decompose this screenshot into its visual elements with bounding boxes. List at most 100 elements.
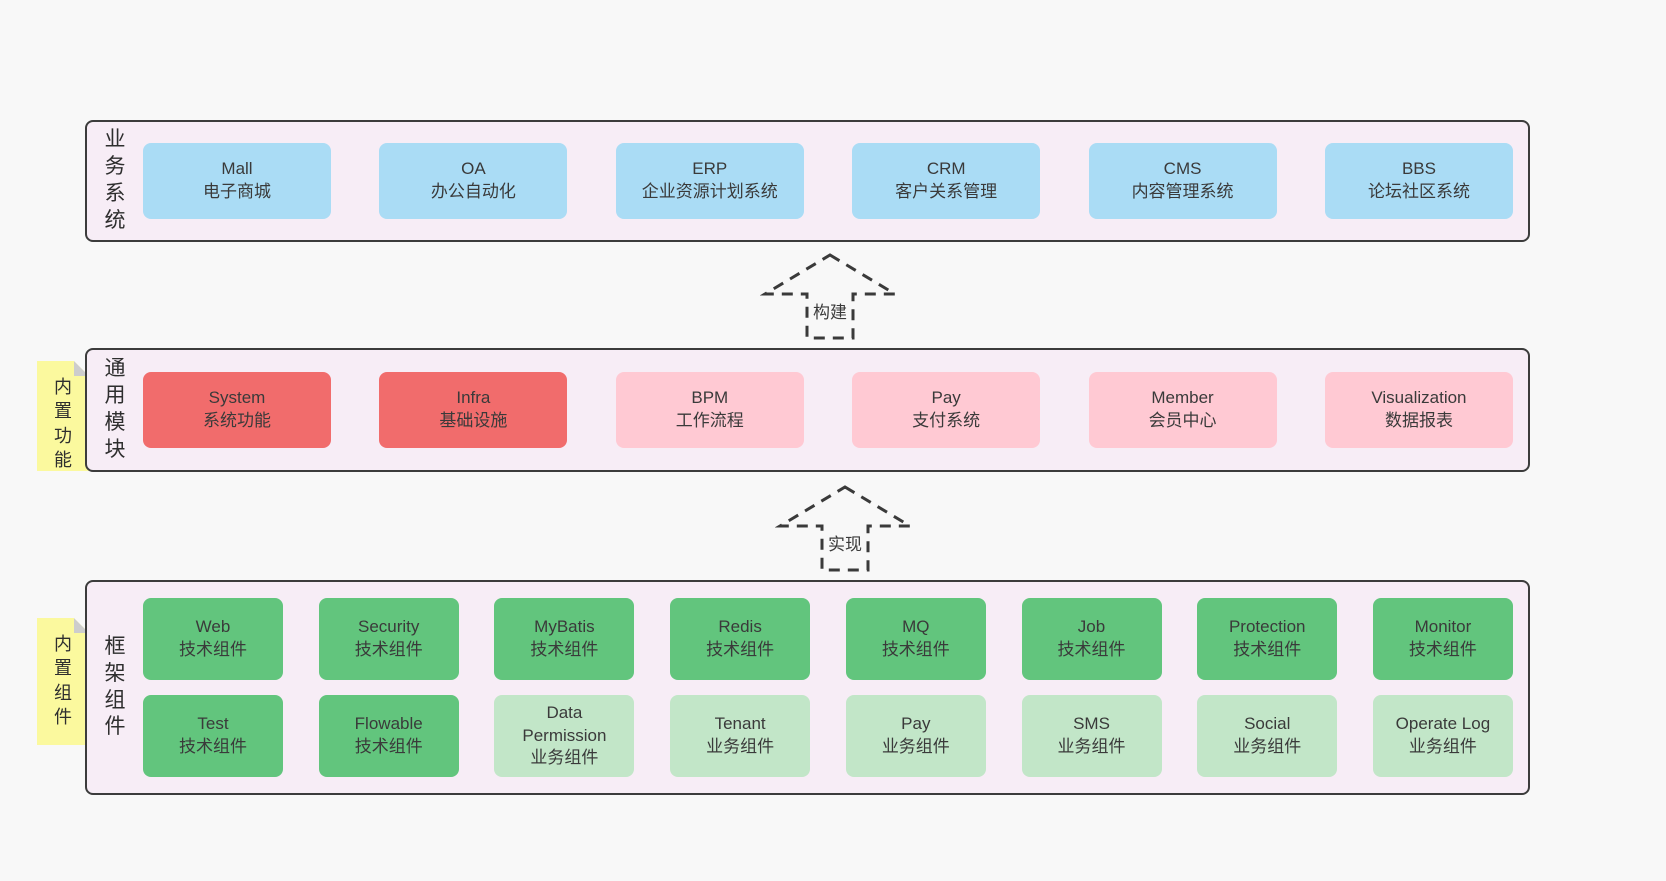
box-title: SMS (1073, 714, 1110, 734)
box-subtitle: 技术组件 (354, 640, 423, 659)
component-row-2: Test 技术组件 Flowable 技术组件 Data Permission … (143, 695, 1513, 777)
box-title: ERP (692, 159, 728, 179)
sticky-note-builtin-features: 内置功能 (37, 361, 89, 471)
box-subtitle: 客户关系管理 (895, 182, 998, 201)
box-title: Monitor (1414, 617, 1472, 637)
box-title: Social (1244, 714, 1291, 734)
box-title: Job (1077, 617, 1106, 637)
arrow-implement: 实现 (775, 484, 915, 574)
section-body: Mall 电子商城 OA 办公自动化 ERP 企业资源计划系统 CRM 客户关系… (143, 122, 1528, 240)
box-system: System 系统功能 (143, 372, 331, 448)
box-subtitle: 内容管理系统 (1131, 182, 1234, 201)
box-visualization: Visualization 数据报表 (1324, 372, 1513, 448)
box-web: Web 技术组件 (143, 598, 283, 680)
box-oa: OA 办公自动化 (379, 143, 568, 219)
section-framework-components: 框架组件 Web 技术组件 Security 技术组件 MyBatis 技术组件… (85, 580, 1530, 795)
box-subtitle: 论坛社区系统 (1367, 182, 1470, 201)
box-title: MyBatis (534, 617, 595, 637)
box-subtitle: 支付系统 (912, 411, 981, 430)
box-subtitle: 数据报表 (1384, 411, 1453, 430)
box-title: System (208, 388, 266, 408)
box-erp: ERP 企业资源计划系统 (615, 143, 804, 219)
box-mq: MQ 技术组件 (845, 598, 986, 680)
box-data-permission: Data Permission 业务组件 (494, 695, 635, 777)
box-subtitle: 工作流程 (675, 411, 744, 430)
section-label: 通用模块 (87, 350, 143, 470)
box-redis: Redis 技术组件 (670, 598, 811, 680)
sticky-note-label: 内置功能 (53, 377, 72, 470)
box-subtitle: 办公自动化 (430, 182, 516, 201)
box-title: BBS (1401, 159, 1436, 179)
box-title: Operate Log (1395, 714, 1491, 734)
box-subtitle: 技术组件 (179, 737, 247, 756)
box-title: CMS (1163, 159, 1202, 179)
up-arrow-shape (775, 485, 915, 572)
box-subtitle: 会员中心 (1148, 411, 1217, 430)
box-title: Infra (456, 388, 491, 408)
arrow-label: 构建 (810, 298, 850, 323)
box-title: Mall (221, 159, 253, 179)
box-title: MQ (902, 617, 930, 637)
box-title: Redis (718, 617, 762, 637)
box-bbs: BBS 论坛社区系统 (1324, 143, 1513, 219)
box-cms: CMS 内容管理系统 (1088, 143, 1277, 219)
box-infra: Infra 基础设施 (379, 372, 568, 448)
up-arrow-shape (760, 253, 900, 340)
box-subtitle: 业务组件 (1057, 737, 1126, 756)
section-label: 业务系统 (87, 122, 143, 240)
box-security: Security 技术组件 (318, 598, 459, 680)
box-title: Web (195, 617, 231, 637)
box-subtitle: 技术组件 (1408, 640, 1477, 659)
box-flowable: Flowable 技术组件 (318, 695, 459, 777)
box-subtitle: 技术组件 (179, 640, 247, 659)
box-title: CRM (926, 159, 966, 179)
box-title: Tenant (714, 714, 766, 734)
box-bpm: BPM 工作流程 (615, 372, 804, 448)
box-pay: Pay 支付系统 (852, 372, 1041, 448)
box-subtitle: 技术组件 (530, 640, 599, 659)
box-title: Security (357, 617, 420, 637)
box-subtitle: 技术组件 (1233, 640, 1302, 659)
box-title: Member (1151, 388, 1214, 408)
box-tenant: Tenant 业务组件 (670, 695, 811, 777)
section-common-modules: 通用模块 System 系统功能 Infra 基础设施 BPM 工作流程 Pay… (85, 348, 1530, 472)
arrow-build: 构建 (760, 252, 900, 342)
box-protection: Protection 技术组件 (1197, 598, 1338, 680)
box-title: Test (197, 714, 229, 734)
box-crm: CRM 客户关系管理 (852, 143, 1041, 219)
section-label-text: 框架组件 (104, 634, 126, 739)
box-subtitle: 业务组件 (1408, 737, 1477, 756)
box-mybatis: MyBatis 技术组件 (494, 598, 635, 680)
box-subtitle: 业务组件 (1233, 737, 1302, 756)
box-sms: SMS 业务组件 (1021, 695, 1162, 777)
box-member: Member 会员中心 (1088, 372, 1277, 448)
section-business-systems: 业务系统 Mall 电子商城 OA 办公自动化 ERP 企业资源计划系统 CRM… (85, 120, 1530, 242)
box-operate-log: Operate Log 业务组件 (1372, 695, 1513, 777)
box-job: Job 技术组件 (1021, 598, 1162, 680)
sticky-note-label: 内置组件 (53, 634, 72, 727)
component-row-1: Web 技术组件 Security 技术组件 MyBatis 技术组件 Redi… (143, 598, 1513, 680)
box-mall: Mall 电子商城 (143, 143, 331, 219)
box-title: BPM (691, 388, 729, 408)
box-title: Visualization (1371, 388, 1467, 408)
box-title: Flowable (354, 714, 423, 734)
section-body: Web 技术组件 Security 技术组件 MyBatis 技术组件 Redi… (143, 582, 1528, 793)
box-subtitle: 技术组件 (706, 640, 775, 659)
box-subtitle: 基础设施 (439, 411, 508, 430)
box-pay-component: Pay 业务组件 (845, 695, 986, 777)
section-label: 框架组件 (87, 582, 143, 793)
box-test: Test 技术组件 (143, 695, 283, 777)
box-subtitle: 企业资源计划系统 (641, 182, 778, 201)
box-title: Data Permission (522, 702, 607, 745)
box-subtitle: 技术组件 (1057, 640, 1126, 659)
section-body: System 系统功能 Infra 基础设施 BPM 工作流程 Pay 支付系统… (143, 350, 1528, 470)
box-subtitle: 业务组件 (530, 748, 599, 768)
sticky-note-builtin-components: 内置组件 (37, 618, 89, 745)
box-subtitle: 业务组件 (706, 737, 775, 756)
box-subtitle: 电子商城 (203, 182, 271, 201)
box-title: Protection (1228, 617, 1306, 637)
box-subtitle: 技术组件 (354, 737, 423, 756)
section-label-text: 业务系统 (104, 128, 126, 232)
box-subtitle: 业务组件 (881, 737, 950, 756)
